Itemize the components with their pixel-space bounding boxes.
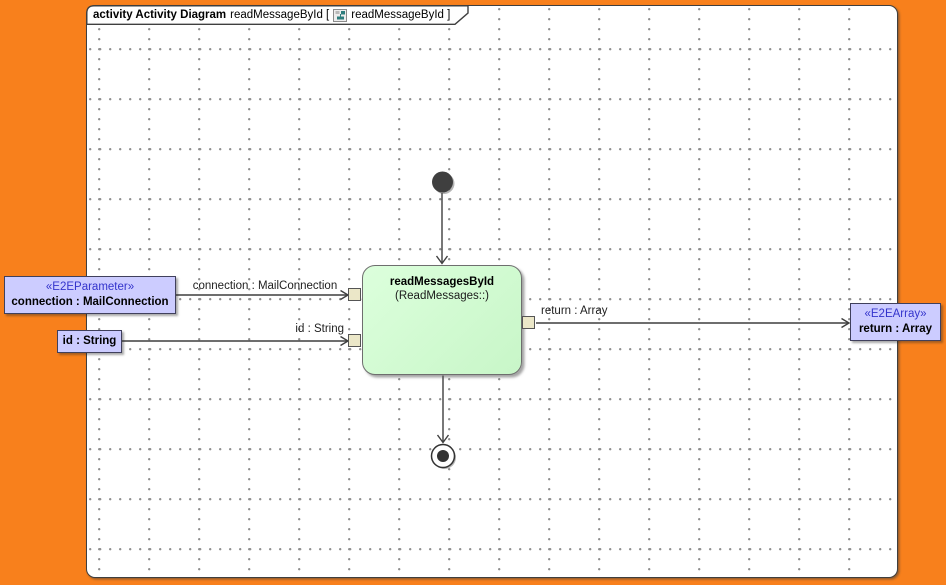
edge-label-return[interactable]: return : Array <box>541 305 608 317</box>
parameter-node-connection[interactable]: «E2EParameter» connection : MailConnecti… <box>4 276 176 314</box>
frame-title: activity Activity Diagram readMessageByI… <box>93 7 450 23</box>
edge-label-id[interactable]: id : String <box>295 323 344 335</box>
action-type: (ReadMessages::) <box>395 290 489 302</box>
edge-label-connection[interactable]: connection : MailConnection <box>192 280 338 292</box>
input-pin-connection[interactable] <box>348 288 361 301</box>
final-node[interactable] <box>430 443 457 470</box>
edge-action-to-final[interactable] <box>436 375 450 444</box>
parameter-connection-name: connection : MailConnection <box>11 296 169 308</box>
activity-diagram-icon <box>333 8 348 22</box>
output-pin-return[interactable] <box>522 316 535 329</box>
parameter-return-name: return : Array <box>858 323 933 335</box>
initial-node[interactable] <box>432 171 455 195</box>
parameter-node-id[interactable]: id : String <box>57 330 122 353</box>
parameter-id-name: id : String <box>62 335 117 347</box>
frame-title-keyword: activity Activity Diagram <box>93 9 227 21</box>
frame-title-context: readMessageById ] <box>351 9 451 21</box>
edge-initial-to-action[interactable] <box>435 193 449 265</box>
action-node-readMessagesById[interactable]: readMessagesById (ReadMessages::) <box>362 265 522 375</box>
parameter-return-stereotype: «E2EArray» <box>864 308 927 320</box>
parameter-node-return[interactable]: «E2EArray» return : Array <box>850 303 941 341</box>
action-name: readMessagesById <box>389 276 495 288</box>
frame-title-name: readMessageById [ <box>230 9 330 21</box>
edge-return-flow[interactable] <box>536 317 851 329</box>
parameter-connection-stereotype: «E2EParameter» <box>45 281 135 293</box>
input-pin-id[interactable] <box>348 334 361 347</box>
